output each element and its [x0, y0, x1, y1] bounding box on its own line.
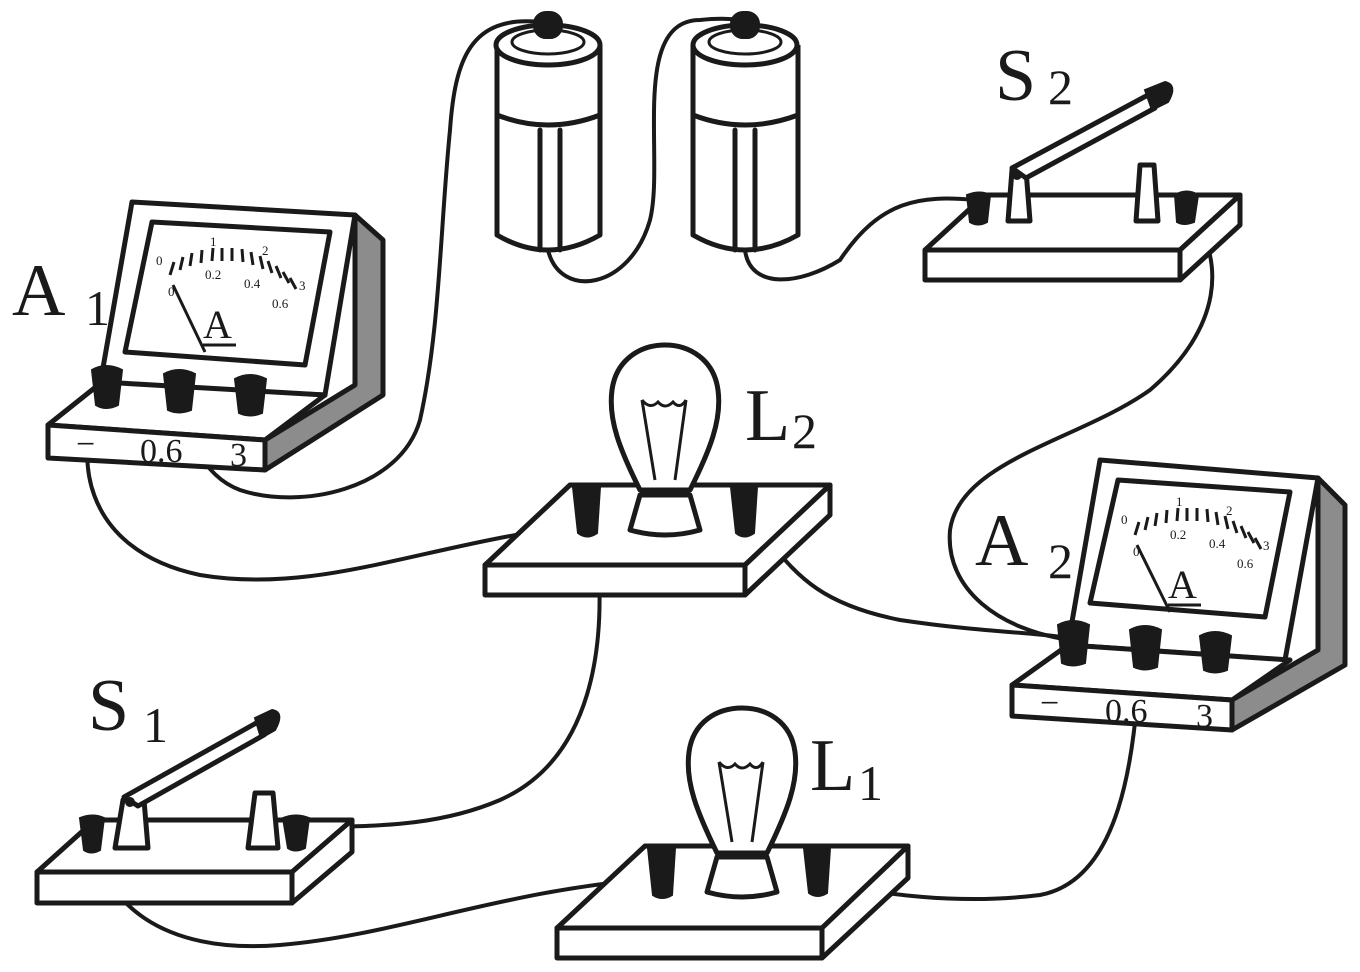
- lamp-l2-subscript: 2: [792, 403, 817, 459]
- meter-needle: [1135, 544, 1172, 613]
- switch-s1-label: S: [88, 665, 129, 747]
- scale-label: 0: [1133, 544, 1140, 559]
- scale-label: 0.4: [244, 276, 261, 291]
- terminal-3-icon[interactable]: [233, 374, 268, 417]
- terminal-0.6-icon[interactable]: [1128, 625, 1163, 671]
- wire-l2-to-s1: [293, 528, 602, 830]
- terminal-icon: [78, 814, 106, 854]
- terminal-label: 3: [230, 437, 247, 474]
- bulb-icon: [685, 705, 799, 856]
- terminal-icon[interactable]: [571, 484, 602, 538]
- terminal-icon[interactable]: [729, 484, 759, 538]
- meter-needle: [171, 284, 207, 353]
- ammeter-a2-label: A: [975, 500, 1028, 582]
- switch-s2-subscript: 2: [1048, 59, 1073, 115]
- meter-face: [122, 219, 333, 368]
- terminal-icon[interactable]: [646, 845, 677, 899]
- terminal-icon[interactable]: [802, 845, 832, 897]
- ammeter-a1: 0 1 2 3 0 0.2 0.4 0.6 A − 0.6 3 A 1: [12, 199, 386, 474]
- terminal-minus-icon[interactable]: [1056, 620, 1091, 667]
- wire-battery-to-a1: [178, 19, 542, 500]
- terminal-label: −: [76, 426, 95, 463]
- wire-s2-to-a2: [947, 203, 1215, 642]
- ammeter-a2: 0 1 2 3 0 0.2 0.4 0.6 A − 0.6 3 A 2: [975, 457, 1348, 735]
- scale-label: 0: [156, 253, 163, 268]
- scale-label: 3: [299, 278, 306, 293]
- terminal-3-icon[interactable]: [1198, 631, 1233, 674]
- scale-label: 0: [168, 284, 175, 299]
- battery-terminal-icon: [533, 11, 563, 39]
- switch-s1-subscript: 1: [143, 697, 168, 753]
- scale-label: 0.2: [1170, 527, 1186, 542]
- battery-terminal-icon: [730, 11, 760, 39]
- wire-battery-to-s2: [743, 196, 977, 282]
- ammeter-a1-label: A: [12, 250, 65, 332]
- terminal-icon: [1173, 190, 1200, 225]
- terminal-icon: [965, 191, 992, 226]
- terminal-label: 0.6: [1105, 693, 1148, 730]
- meter-face: [1087, 477, 1293, 620]
- switch-s2-label: S: [995, 35, 1036, 117]
- scale-label: 0.4: [1209, 536, 1226, 551]
- scale-label: 0.6: [1237, 556, 1254, 571]
- lamp-l1: L 1: [554, 705, 911, 961]
- bulb-icon: [608, 342, 722, 493]
- lamp-l2-label: L: [745, 375, 790, 457]
- scale-label: 3: [1263, 538, 1270, 553]
- scale-label: 0.2: [205, 267, 221, 282]
- battery-right: [690, 11, 801, 253]
- scale-label: 1: [210, 234, 217, 249]
- lamp-l1-label: L: [810, 725, 855, 807]
- terminal-label: −: [1040, 685, 1059, 722]
- lever-knob-icon: [1143, 80, 1174, 112]
- terminal-label: 3: [1196, 698, 1213, 735]
- terminal-icon: [281, 814, 311, 852]
- switch-s1[interactable]: S 1: [34, 665, 355, 906]
- switch-s2[interactable]: S 2: [922, 35, 1243, 283]
- meter-unit: A: [203, 302, 232, 347]
- ammeter-a1-subscript: 1: [85, 280, 110, 336]
- lamp-l1-subscript: 1: [858, 755, 883, 811]
- lever-knob-icon: [253, 708, 281, 740]
- meter-scale: [168, 247, 298, 290]
- terminal-0.6-icon[interactable]: [162, 369, 197, 414]
- scale-label: 1: [1176, 494, 1183, 509]
- lamp-l2: L 2: [482, 342, 833, 598]
- scale-label: 2: [262, 243, 269, 258]
- scale-label: 2: [1226, 503, 1233, 518]
- scale-label: 0: [1121, 512, 1128, 527]
- meter-unit: A: [1168, 562, 1197, 607]
- terminal-label: 0.6: [140, 433, 183, 470]
- meter-scale: [1133, 507, 1263, 550]
- terminal-minus-icon[interactable]: [90, 365, 124, 409]
- ammeter-a2-subscript: 2: [1048, 533, 1073, 589]
- scale-label: 0.6: [272, 296, 289, 311]
- wire-battery-link: [546, 16, 747, 284]
- battery-left: [493, 11, 603, 253]
